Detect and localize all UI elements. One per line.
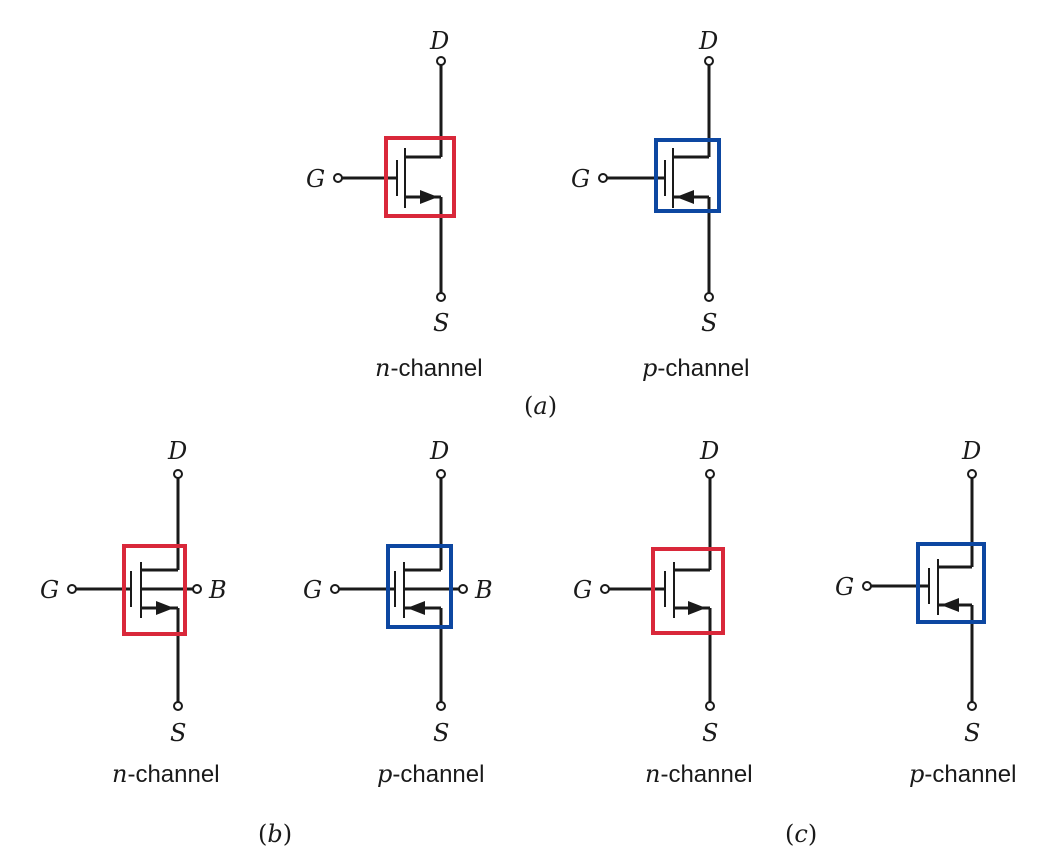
source-label: S <box>702 719 718 747</box>
source-node <box>436 292 446 302</box>
source-label: S <box>433 719 449 747</box>
drain-node <box>967 469 977 479</box>
source-label: S <box>701 309 717 337</box>
source-label: S <box>170 719 186 747</box>
drain-label: D <box>698 27 718 55</box>
drain-node <box>704 56 714 66</box>
gate-node <box>862 581 872 591</box>
body-label: B <box>208 576 227 604</box>
symbol-a-p-channel: D G S p-channel <box>571 27 749 382</box>
gate-node <box>598 173 608 183</box>
gate-label: G <box>835 573 854 601</box>
body-node <box>192 584 202 594</box>
part-label-b: (b) <box>258 820 292 848</box>
arrow-icon <box>941 598 959 612</box>
symbol-c-n-channel: D G S n-channel <box>573 437 753 788</box>
symbol-b-n-channel: D G B S n-channel <box>40 437 227 788</box>
gate-node <box>333 173 343 183</box>
gate-label: G <box>303 576 322 604</box>
source-label: S <box>433 309 449 337</box>
channel-caption: p-channel <box>377 760 484 788</box>
highlight-box <box>122 544 187 636</box>
arrow-icon <box>407 601 425 615</box>
symbol-c-p-channel: D G S p-channel <box>835 437 1016 788</box>
highlight-box <box>386 544 453 629</box>
drain-label: D <box>699 437 719 465</box>
gate-node <box>600 584 610 594</box>
gate-label: G <box>306 165 325 193</box>
arrow-icon <box>420 190 438 204</box>
channel-caption: p-channel <box>909 760 1016 788</box>
gate-label: G <box>571 165 590 193</box>
gate-label: G <box>40 576 59 604</box>
arrow-icon <box>156 601 174 615</box>
part-label-c: (c) <box>785 820 817 848</box>
drain-label: D <box>167 437 187 465</box>
channel-caption: n-channel <box>375 354 483 382</box>
drain-label: D <box>429 437 449 465</box>
drain-node <box>436 56 446 66</box>
source-node <box>436 701 446 711</box>
drain-node <box>436 469 446 479</box>
symbol-b-p-channel: D G B S p-channel <box>303 437 493 788</box>
part-label-a: (a) <box>524 392 557 420</box>
source-label: S <box>964 719 980 747</box>
channel-caption: n-channel <box>112 760 220 788</box>
arrow-icon <box>676 190 694 204</box>
highlight-box <box>654 138 721 213</box>
gate-node <box>67 584 77 594</box>
source-node <box>705 701 715 711</box>
drain-node <box>705 469 715 479</box>
channel-caption: p-channel <box>642 354 749 382</box>
arrow-icon <box>688 601 706 615</box>
drain-label: D <box>429 27 449 55</box>
channel-caption: n-channel <box>645 760 753 788</box>
gate-label: G <box>573 576 592 604</box>
body-node <box>458 584 468 594</box>
drain-label: D <box>961 437 981 465</box>
symbol-a-n-channel: D G S n-channel <box>306 27 483 382</box>
source-node <box>967 701 977 711</box>
highlight-box <box>651 547 725 635</box>
body-label: B <box>474 576 493 604</box>
gate-node <box>330 584 340 594</box>
drain-node <box>173 469 183 479</box>
highlight-box <box>384 136 456 218</box>
source-node <box>704 292 714 302</box>
source-node <box>173 701 183 711</box>
highlight-box <box>916 542 986 624</box>
